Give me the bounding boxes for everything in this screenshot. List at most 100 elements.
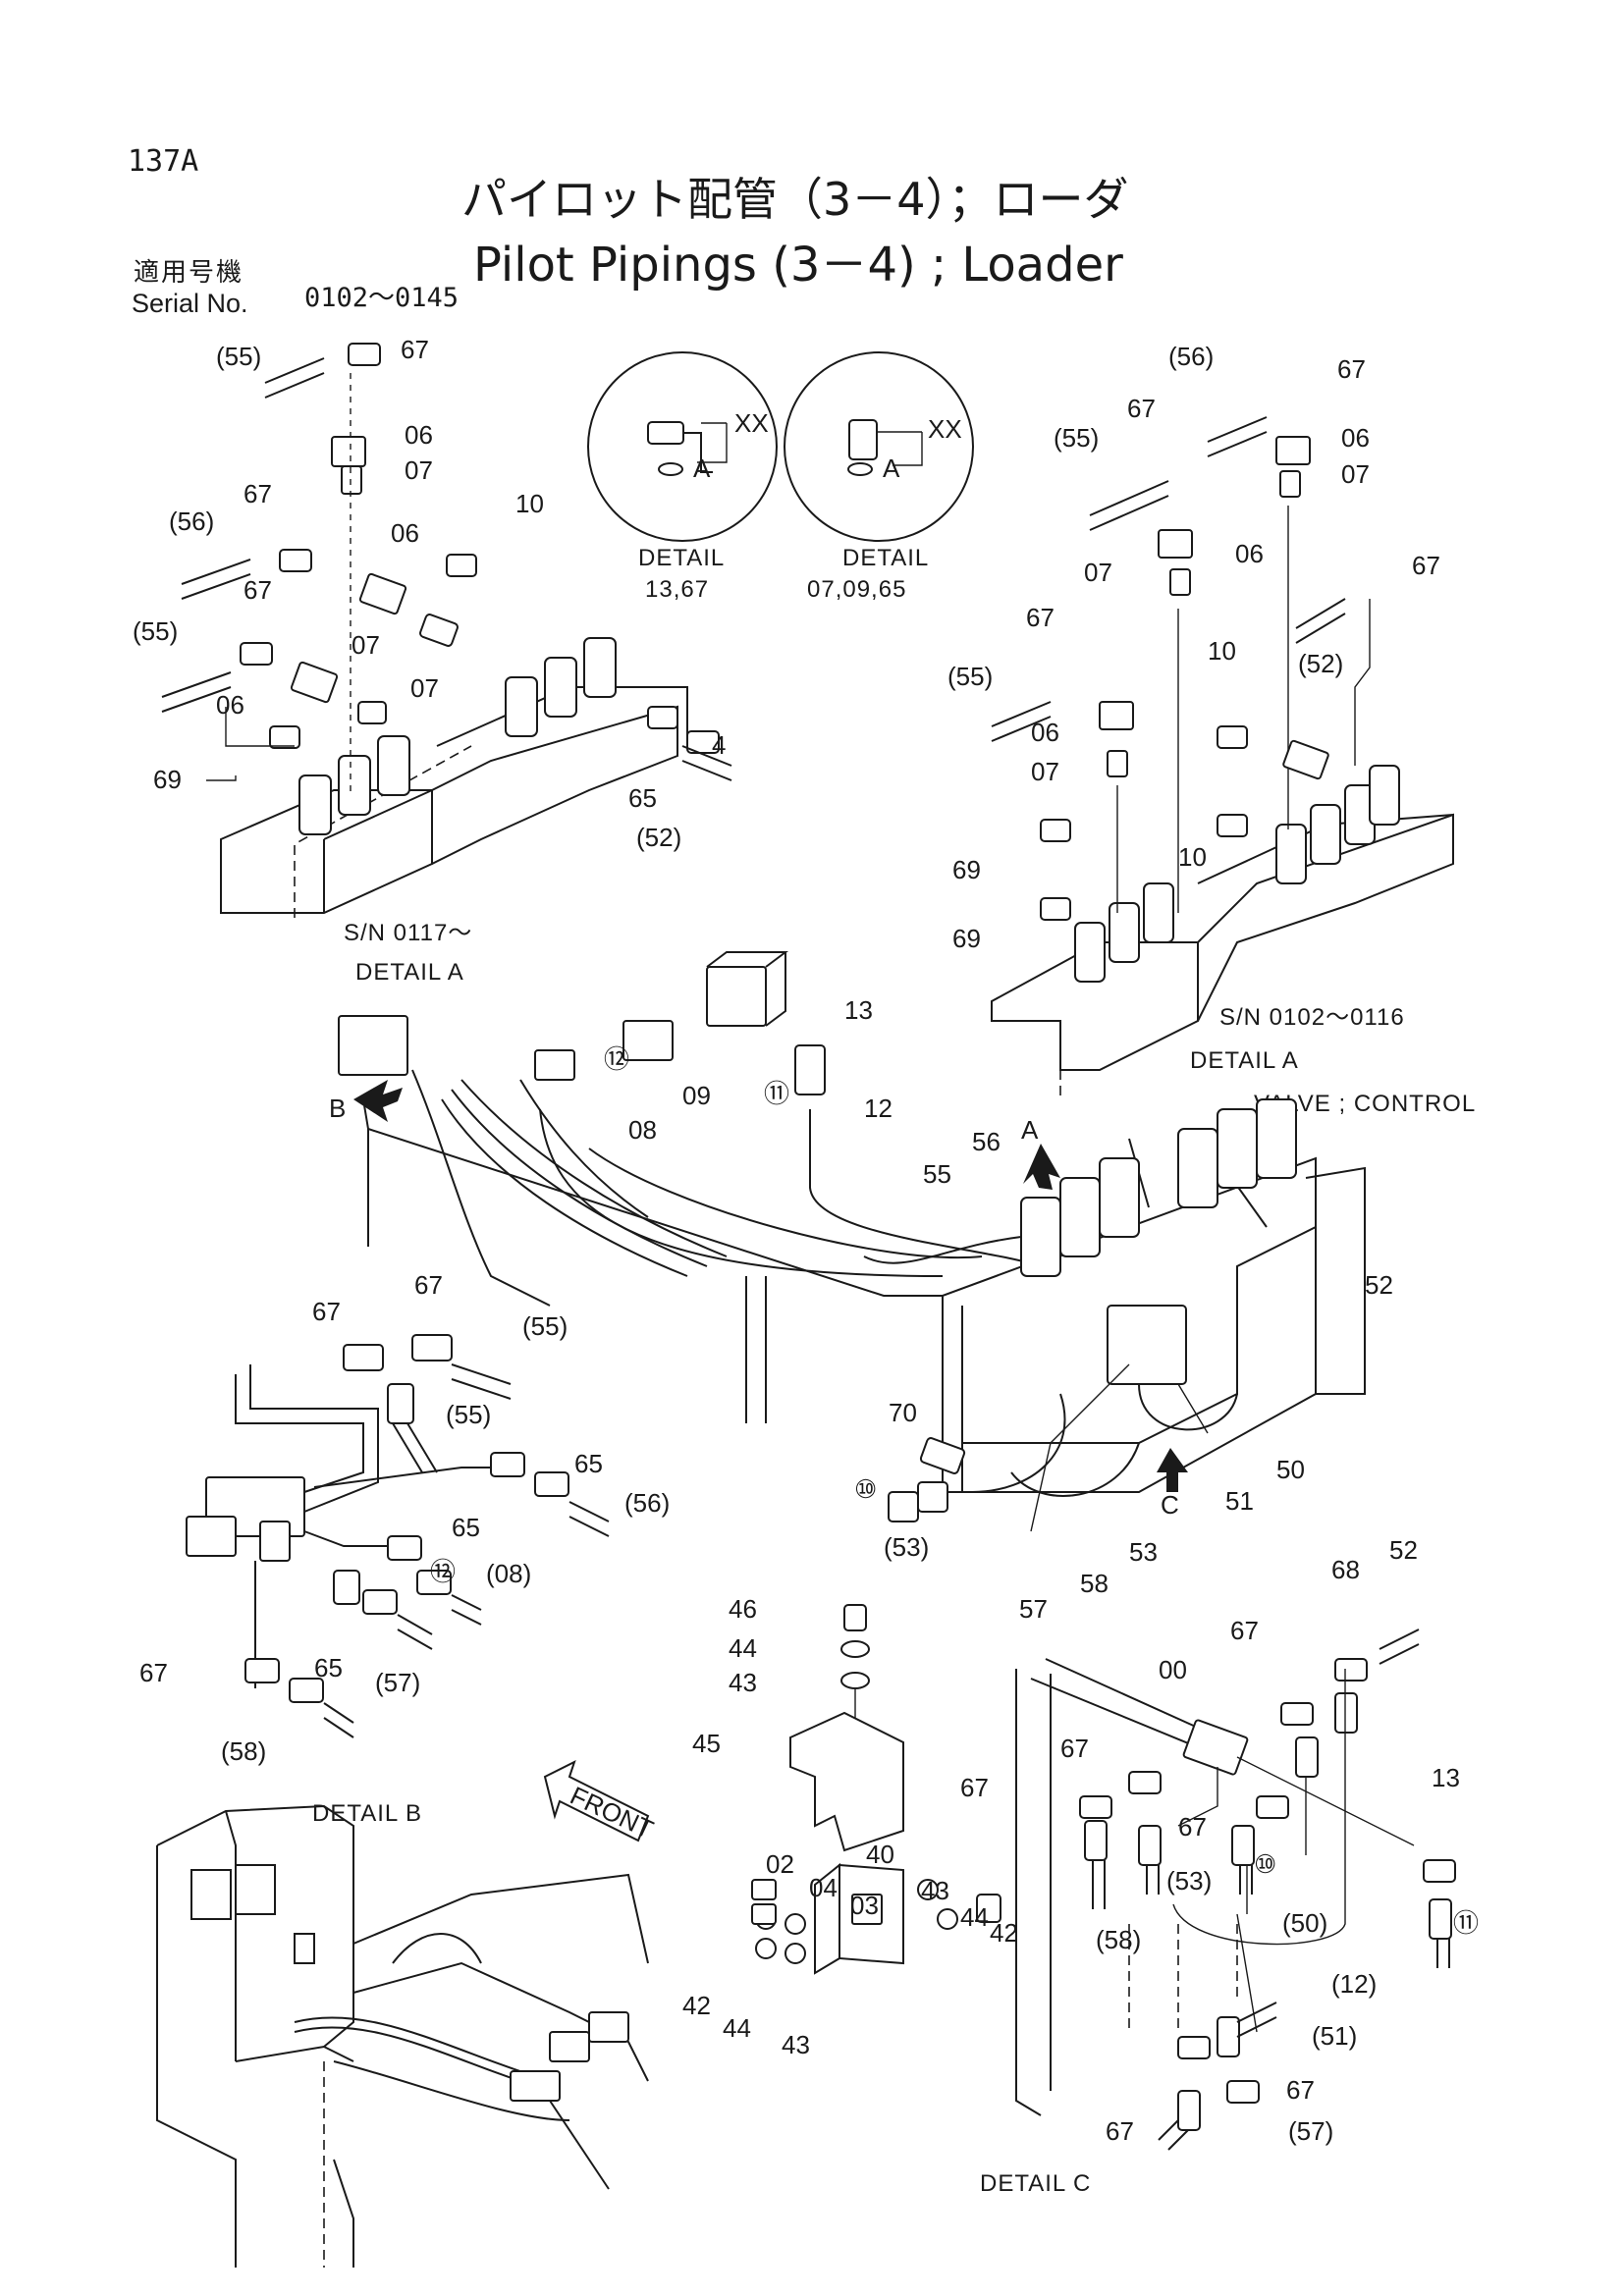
title-english: Pilot Pipings (3－4) ; Loader xyxy=(473,238,1123,293)
callout-04: 04 xyxy=(809,1873,838,1902)
front-arrow-icon: FRONT xyxy=(543,1760,658,1844)
callout-55: 55 xyxy=(923,1159,951,1189)
a-label: A xyxy=(883,454,900,483)
callout-06: 06 xyxy=(391,518,419,548)
callout-57: (57) xyxy=(375,1668,420,1697)
callout-55: (55) xyxy=(947,662,993,691)
callout-67: 67 xyxy=(414,1270,443,1300)
callout-4: 4 xyxy=(712,730,726,760)
detail-07-09-65-caption: DETAIL xyxy=(842,545,929,571)
callout-42: 42 xyxy=(682,1991,711,2020)
detail-b-drawing xyxy=(186,1334,610,1738)
callout-67: 67 xyxy=(1127,394,1156,423)
callout-55: (55) xyxy=(133,616,178,646)
callout-56: (56) xyxy=(624,1488,670,1518)
callout-67: 67 xyxy=(401,335,429,364)
callout-53: (53) xyxy=(1166,1866,1212,1896)
callout-a: A xyxy=(1021,1115,1039,1145)
callout-43: 43 xyxy=(921,1876,949,1905)
callout-50: 50 xyxy=(1276,1455,1305,1484)
callout-67: 67 xyxy=(312,1297,341,1326)
callout-68: 68 xyxy=(1331,1555,1360,1584)
callout-00: 00 xyxy=(1159,1655,1187,1684)
callout-10-circled: ⑩ xyxy=(1254,1849,1276,1879)
callout-06: 06 xyxy=(1341,423,1370,453)
callout-12-circled: ⑫ xyxy=(604,1044,629,1074)
detail-b-caption: DETAIL B xyxy=(312,1800,422,1827)
sn-0102-0116-caption: S/N 0102～0116 xyxy=(1219,1004,1405,1031)
callout-67: 67 xyxy=(1106,2116,1134,2146)
callout-69: 69 xyxy=(952,855,981,884)
machine-overview-drawing xyxy=(156,1804,649,2268)
callout-67: 67 xyxy=(1178,1812,1207,1842)
detail-c-drawing xyxy=(1015,1629,1456,2151)
callout-52: 52 xyxy=(1365,1270,1393,1300)
callout-51: (51) xyxy=(1312,2021,1357,2051)
callout-46: 46 xyxy=(729,1594,757,1624)
callout-12: (12) xyxy=(1331,1969,1377,1999)
callout-09: 09 xyxy=(682,1081,711,1110)
callout-13: 13 xyxy=(1432,1763,1460,1792)
detail-a-right-drawing xyxy=(991,416,1454,1099)
bracket-assembly-drawing xyxy=(751,1604,1001,1975)
callout-12-circled: ⑫ xyxy=(430,1557,456,1586)
callout-55: (55) xyxy=(522,1311,568,1341)
callout-67: 67 xyxy=(1337,354,1366,384)
callout-65: 65 xyxy=(628,783,657,813)
callout-07: 07 xyxy=(1341,459,1370,489)
callout-06: 06 xyxy=(1235,539,1264,568)
callout-69: 69 xyxy=(153,765,182,794)
callout-43: 43 xyxy=(729,1668,757,1697)
xx-label: XX xyxy=(928,414,962,444)
callout-57: (57) xyxy=(1288,2116,1333,2146)
callout-56: (56) xyxy=(169,507,214,536)
callout-53: (53) xyxy=(884,1532,929,1562)
callout-56: 56 xyxy=(972,1127,1001,1156)
callout-07: 07 xyxy=(405,455,433,485)
callout-45: 45 xyxy=(692,1729,721,1758)
callout-67: 67 xyxy=(243,479,272,508)
serial-range: 0102～0145 xyxy=(304,283,460,313)
detail-13-67-number: 13,67 xyxy=(645,576,709,603)
callout-10-circled: ⑩ xyxy=(854,1474,877,1504)
detail-07-09-65-number: 07,09,65 xyxy=(807,576,906,603)
callout-52: (52) xyxy=(1298,649,1343,678)
callout-65: 65 xyxy=(574,1449,603,1478)
arrow-c-icon xyxy=(1157,1448,1188,1492)
callout-08: (08) xyxy=(486,1559,531,1588)
callout-55: (55) xyxy=(216,342,261,371)
callout-44: 44 xyxy=(723,2013,751,2043)
serial-label-japanese: 適用号機 xyxy=(134,258,244,288)
callout-67: 67 xyxy=(1060,1734,1089,1763)
callout-65: 65 xyxy=(452,1513,480,1542)
callout-44: 44 xyxy=(960,1902,989,1932)
callout-06: 06 xyxy=(216,690,244,720)
detail-circle-07-09-65: XX A xyxy=(784,351,974,542)
arrow-b-icon xyxy=(353,1080,403,1122)
callout-56: (56) xyxy=(1168,342,1214,371)
callout-67: 67 xyxy=(960,1773,989,1802)
arrow-a-icon xyxy=(1023,1144,1060,1190)
callout-67: 67 xyxy=(1230,1616,1259,1645)
callout-44: 44 xyxy=(729,1633,757,1663)
callout-67: 67 xyxy=(139,1658,168,1687)
callout-07: 07 xyxy=(410,673,439,703)
callout-10: 10 xyxy=(515,489,544,518)
main-assembly-drawing xyxy=(338,951,1366,1532)
callout-67: 67 xyxy=(1026,603,1055,632)
callout-58: 58 xyxy=(1080,1569,1109,1598)
callout-03: 03 xyxy=(850,1891,879,1920)
callout-67: 67 xyxy=(243,575,272,605)
title-japanese: パイロット配管（3－4）；ローダ xyxy=(461,173,1129,226)
callout-52: 52 xyxy=(1389,1535,1418,1565)
callout-c: C xyxy=(1161,1490,1179,1520)
callout-70: 70 xyxy=(889,1398,917,1427)
callout-58: (58) xyxy=(1096,1925,1141,1954)
front-label: FRONT xyxy=(566,1781,658,1844)
callout-42: 42 xyxy=(990,1918,1018,1948)
detail-a-right-caption: DETAIL A xyxy=(1190,1047,1299,1074)
callout-11-circled: ⑪ xyxy=(764,1079,789,1108)
callout-06: 06 xyxy=(1031,718,1059,747)
callout-65: 65 xyxy=(314,1653,343,1682)
a-label: A xyxy=(693,454,711,483)
